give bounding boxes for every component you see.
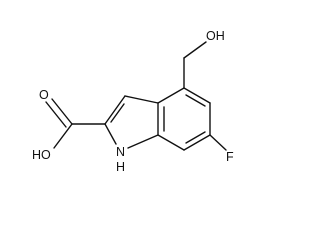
structure-canvas: OH O HO F N H xyxy=(32,29,234,174)
label-amine-h: H xyxy=(116,160,125,174)
molecule-diagram: OH O HO F N H xyxy=(32,29,234,174)
bond-c-oh xyxy=(53,123,73,149)
bond-c3-c2 xyxy=(104,95,126,125)
bond-c4-c5 xyxy=(183,87,211,104)
bond-c3a-c4 xyxy=(157,87,185,104)
bond-c-o-double-1 xyxy=(51,98,73,125)
carboxylic-acid-group xyxy=(45,98,106,149)
pyrrole-ring xyxy=(104,95,159,149)
bond-c6-c7-inner xyxy=(185,131,206,144)
bond-n1-c7a xyxy=(127,134,159,149)
label-fluorine: F xyxy=(226,150,234,164)
bond-c6-f xyxy=(209,134,227,151)
label-amine-n: N xyxy=(116,145,125,159)
bond-c7-c7a xyxy=(157,134,185,151)
label-acid-hydroxyl: HO xyxy=(32,148,51,162)
hydroxymethyl-group xyxy=(183,41,207,89)
label-hydroxyl: OH xyxy=(206,29,225,43)
fluoro-group xyxy=(209,134,227,151)
benzene-ring xyxy=(157,87,211,151)
bond-c3-c2-inner xyxy=(110,103,125,123)
bond-c6-c7 xyxy=(183,134,211,151)
bond-c3a-c3 xyxy=(124,95,159,104)
label-carboxyl-oxygen: O xyxy=(39,88,49,102)
bond-ch2-o xyxy=(183,41,207,59)
bond-c2-n1 xyxy=(104,123,117,145)
bond-c4-c5-inner xyxy=(185,94,206,107)
bond-c-o-double-2 xyxy=(45,101,67,128)
